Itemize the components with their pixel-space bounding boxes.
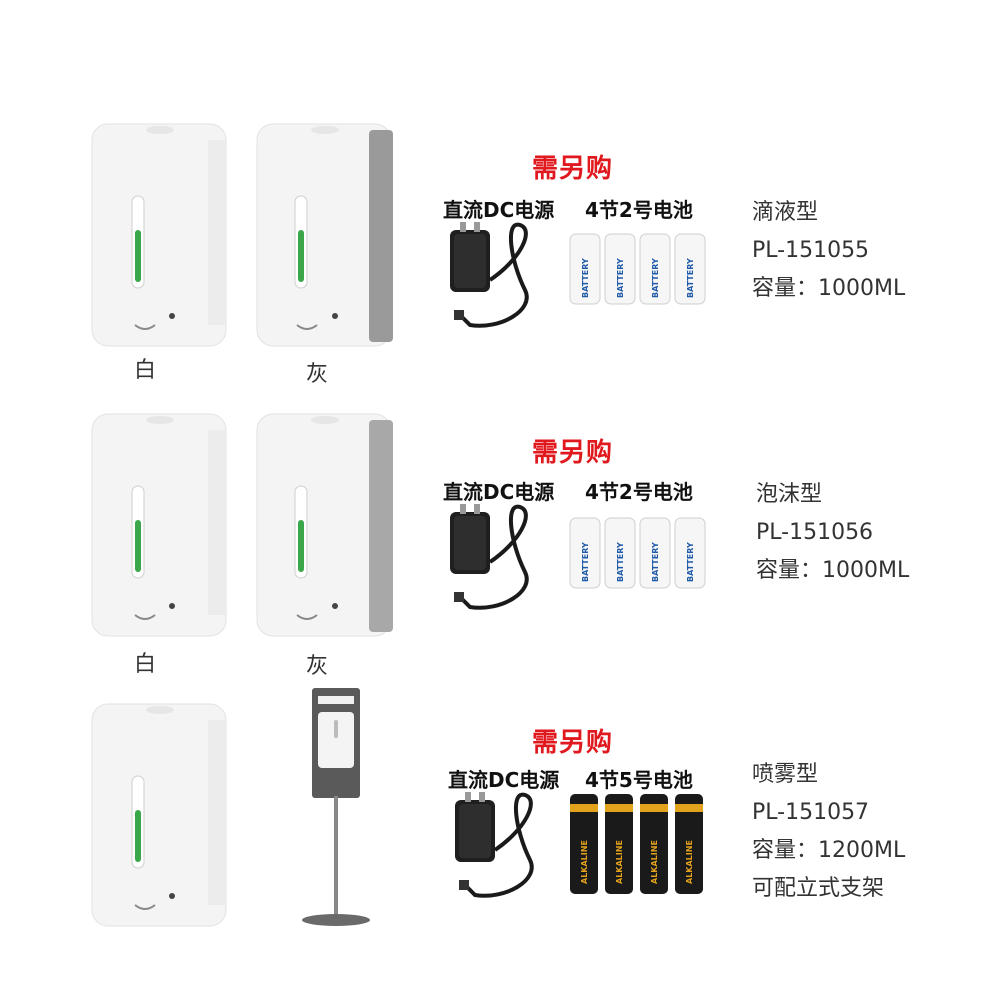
power-adapter-image: [445, 790, 545, 910]
battery-text: BATTERY: [581, 258, 590, 298]
dispenser-white-image: [90, 410, 230, 640]
battery-text: BATTERY: [616, 258, 625, 298]
product-row-foam: 白 灰 需另购 直流DC电源 4节2号电池 BATTERY BATTERY BA…: [0, 410, 1000, 710]
dispenser-white-image: [90, 120, 230, 350]
dispenser-white-image: [90, 700, 230, 930]
battery-image: BATTERY BATTERY BATTERY BATTERY: [568, 512, 708, 592]
battery-text: ALKALINE: [650, 840, 659, 884]
product-capacity: 容量：1200ML: [752, 838, 906, 863]
product-type: 喷雾型: [752, 762, 819, 787]
need-purchase-title: 需另购: [532, 154, 614, 184]
product-model: PL-151056: [756, 520, 874, 545]
battery-text: ALKALINE: [580, 840, 589, 884]
product-capacity: 容量：1000ML: [752, 276, 906, 301]
product-info: 滴液型 PL-151055 容量：1000ML: [752, 194, 905, 308]
accessory-power-label: 直流DC电源: [443, 198, 555, 222]
product-type: 滴液型: [752, 200, 819, 225]
color-label-white: 白: [133, 652, 156, 677]
power-adapter-image: [440, 220, 540, 340]
accessory-battery-label: 4节5号电池: [585, 768, 693, 792]
battery-text: BATTERY: [686, 258, 695, 298]
dispenser-gray-image: [255, 120, 395, 350]
accessory-power-label: 直流DC电源: [443, 480, 555, 504]
product-capacity: 容量：1000ML: [756, 558, 910, 583]
product-type: 泡沫型: [756, 482, 823, 507]
battery-text: BATTERY: [686, 542, 695, 582]
battery-text: BATTERY: [616, 542, 625, 582]
color-label-gray: 灰: [305, 654, 328, 679]
battery-image: ALKALINE ALKALINE ALKALINE ALKALINE: [568, 788, 708, 898]
color-label-gray: 灰: [305, 362, 328, 387]
accessory-power-label: 直流DC电源: [448, 768, 560, 792]
product-stand-note: 可配立式支架: [752, 876, 885, 901]
product-model: PL-151055: [752, 238, 870, 263]
battery-text: BATTERY: [651, 258, 660, 298]
dispenser-gray-image: [255, 410, 395, 640]
battery-text: BATTERY: [581, 542, 590, 582]
product-model: PL-151057: [752, 800, 870, 825]
color-label-white: 白: [133, 358, 156, 383]
product-info: 喷雾型 PL-151057 容量：1200ML 可配立式支架: [752, 756, 905, 908]
product-row-spray: 需另购 直流DC电源 4节5号电池: [0, 688, 1000, 1000]
floor-stand-image: [298, 688, 378, 938]
need-purchase-title: 需另购: [532, 728, 614, 758]
battery-text: BATTERY: [651, 542, 660, 582]
power-adapter-image: [440, 502, 540, 622]
battery-text: ALKALINE: [685, 840, 694, 884]
battery-text: ALKALINE: [615, 840, 624, 884]
product-row-dripping: 白 灰 需另购 直流DC电源 4节2号电池 BATTERY BATTERY BA…: [0, 120, 1000, 420]
product-info: 泡沫型 PL-151056 容量：1000ML: [756, 476, 909, 590]
accessory-battery-label: 4节2号电池: [585, 198, 693, 222]
accessory-battery-label: 4节2号电池: [585, 480, 693, 504]
battery-image: BATTERY BATTERY BATTERY BATTERY: [568, 228, 708, 308]
need-purchase-title: 需另购: [532, 438, 614, 468]
